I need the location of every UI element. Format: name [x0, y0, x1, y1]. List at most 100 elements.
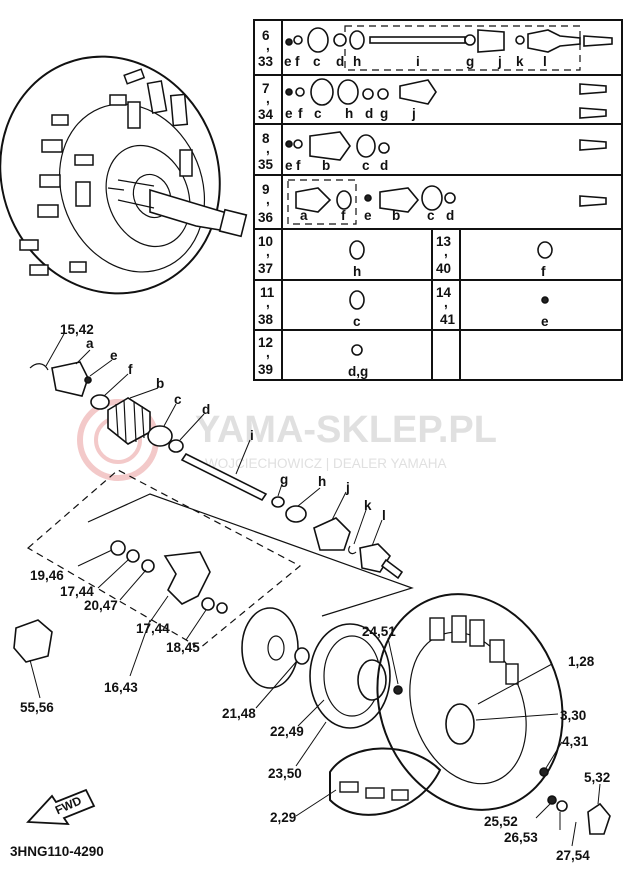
callout-1-28: 1,28 [568, 654, 595, 669]
callout-15-42: 15,42 [60, 322, 94, 337]
svg-text:f: f [295, 54, 300, 69]
svg-text:c: c [314, 106, 322, 121]
svg-text:39: 39 [258, 362, 273, 377]
svg-text:c: c [313, 54, 321, 69]
svg-text:f: f [296, 158, 301, 173]
svg-text:j: j [497, 54, 502, 69]
svg-text:c: c [353, 314, 361, 329]
callout-20-47: 20,47 [84, 598, 118, 613]
svg-text:d,g: d,g [348, 364, 368, 379]
svg-text:,: , [444, 244, 448, 259]
svg-text:36: 36 [258, 210, 274, 225]
table-row-numbers: 6 , 33 7 , 34 8 , 35 9 , 36 10 , 37 13 ,… [258, 28, 456, 377]
callout-h: h [318, 474, 326, 489]
callout-c: c [174, 392, 182, 407]
svg-text:c: c [427, 208, 435, 223]
callout-27-54: 27,54 [556, 848, 590, 863]
svg-text:g: g [466, 54, 474, 69]
table-row-7-34-parts: e f c h d g j [285, 78, 607, 121]
callout-k: k [364, 498, 372, 513]
table-row-6-33-parts: e f c d h i g j k l [284, 25, 613, 71]
svg-text:e: e [541, 314, 549, 329]
callout-22-49: 22,49 [270, 724, 304, 739]
svg-text:f: f [341, 208, 346, 223]
forward-direction-arrow: FWD [26, 788, 96, 825]
svg-text:,: , [266, 192, 270, 207]
watermark: YAMA-SKLEP.PL WOJCIECHOWICZ | DEALER YAM… [77, 399, 497, 481]
callout-a: a [86, 336, 94, 351]
svg-text:b: b [392, 208, 400, 223]
callout-5-32: 5,32 [584, 770, 610, 785]
drive-shaft-exploded-parts [29, 361, 404, 580]
svg-text:h: h [353, 54, 361, 69]
svg-text:,: , [266, 141, 270, 156]
callout-labels: 15,42 a e f b c d i g h j k l 19,46 17,4… [20, 322, 610, 863]
callout-24-51: 24,51 [362, 624, 396, 639]
svg-text:d: d [365, 106, 373, 121]
svg-text:g: g [380, 106, 388, 121]
callout-e: e [110, 348, 118, 363]
callout-26-53: 26,53 [504, 830, 538, 845]
callout-55-56: 55,56 [20, 700, 54, 715]
leader-lines [29, 333, 601, 847]
svg-text:7: 7 [262, 81, 270, 96]
svg-text:8: 8 [262, 131, 270, 146]
svg-text:e: e [285, 106, 293, 121]
parts-kit-table: 6 , 33 7 , 34 8 , 35 9 , 36 10 , 37 13 ,… [253, 19, 623, 381]
svg-text:,: , [266, 345, 270, 360]
table-row-9-36-parts: a f e b c d [287, 179, 607, 225]
table-single-part-cells: h f c e d,g [348, 240, 553, 379]
callout-19-46: 19,46 [30, 568, 64, 583]
callout-17-44-upper: 17,44 [60, 584, 94, 599]
svg-text:i: i [416, 54, 420, 69]
svg-text:34: 34 [258, 107, 274, 122]
callout-23-50: 23,50 [268, 766, 302, 781]
callout-j: j [345, 480, 350, 495]
fwd-arrow-icon [26, 788, 96, 825]
svg-text:l: l [543, 54, 547, 69]
svg-text:41: 41 [440, 312, 456, 327]
callout-4-31: 4,31 [562, 734, 589, 749]
svg-text:,: , [266, 38, 270, 53]
svg-text:,: , [266, 295, 270, 310]
svg-text:d: d [336, 54, 344, 69]
svg-text:38: 38 [258, 312, 274, 327]
callout-17-44-lower: 17,44 [136, 621, 170, 636]
svg-text:37: 37 [258, 261, 273, 276]
svg-text:13: 13 [436, 234, 452, 249]
callout-18-45: 18,45 [166, 640, 200, 655]
knuckle-group [13, 469, 414, 663]
svg-text:,: , [266, 244, 270, 259]
svg-text:,: , [444, 295, 448, 310]
callout-g: g [280, 472, 288, 487]
svg-text:10: 10 [258, 234, 273, 249]
svg-text:35: 35 [258, 157, 274, 172]
callout-l: l [382, 508, 386, 523]
callout-d: d [202, 402, 210, 417]
svg-text:f: f [541, 264, 546, 279]
svg-text:e: e [284, 54, 292, 69]
callout-3-30: 3,30 [560, 708, 586, 723]
svg-text:f: f [298, 106, 303, 121]
svg-text:d: d [380, 158, 388, 173]
svg-text:d: d [446, 208, 454, 223]
rear-wheel-drawing [329, 593, 611, 835]
svg-text:j: j [411, 106, 416, 121]
svg-text:11: 11 [260, 285, 275, 300]
drawing-code: 3HNG110-4290 [10, 844, 104, 859]
svg-text:,: , [266, 91, 270, 106]
svg-text:40: 40 [436, 261, 451, 276]
svg-text:33: 33 [258, 54, 274, 69]
svg-text:12: 12 [258, 335, 273, 350]
callout-16-43: 16,43 [104, 680, 138, 695]
callout-25-52: 25,52 [484, 814, 518, 829]
callout-b: b [156, 376, 164, 391]
callout-i: i [250, 428, 254, 443]
svg-text:k: k [516, 54, 524, 69]
callout-f: f [128, 362, 133, 377]
svg-text:b: b [322, 158, 330, 173]
svg-text:c: c [362, 158, 370, 173]
svg-text:h: h [345, 106, 353, 121]
svg-text:h: h [353, 264, 361, 279]
